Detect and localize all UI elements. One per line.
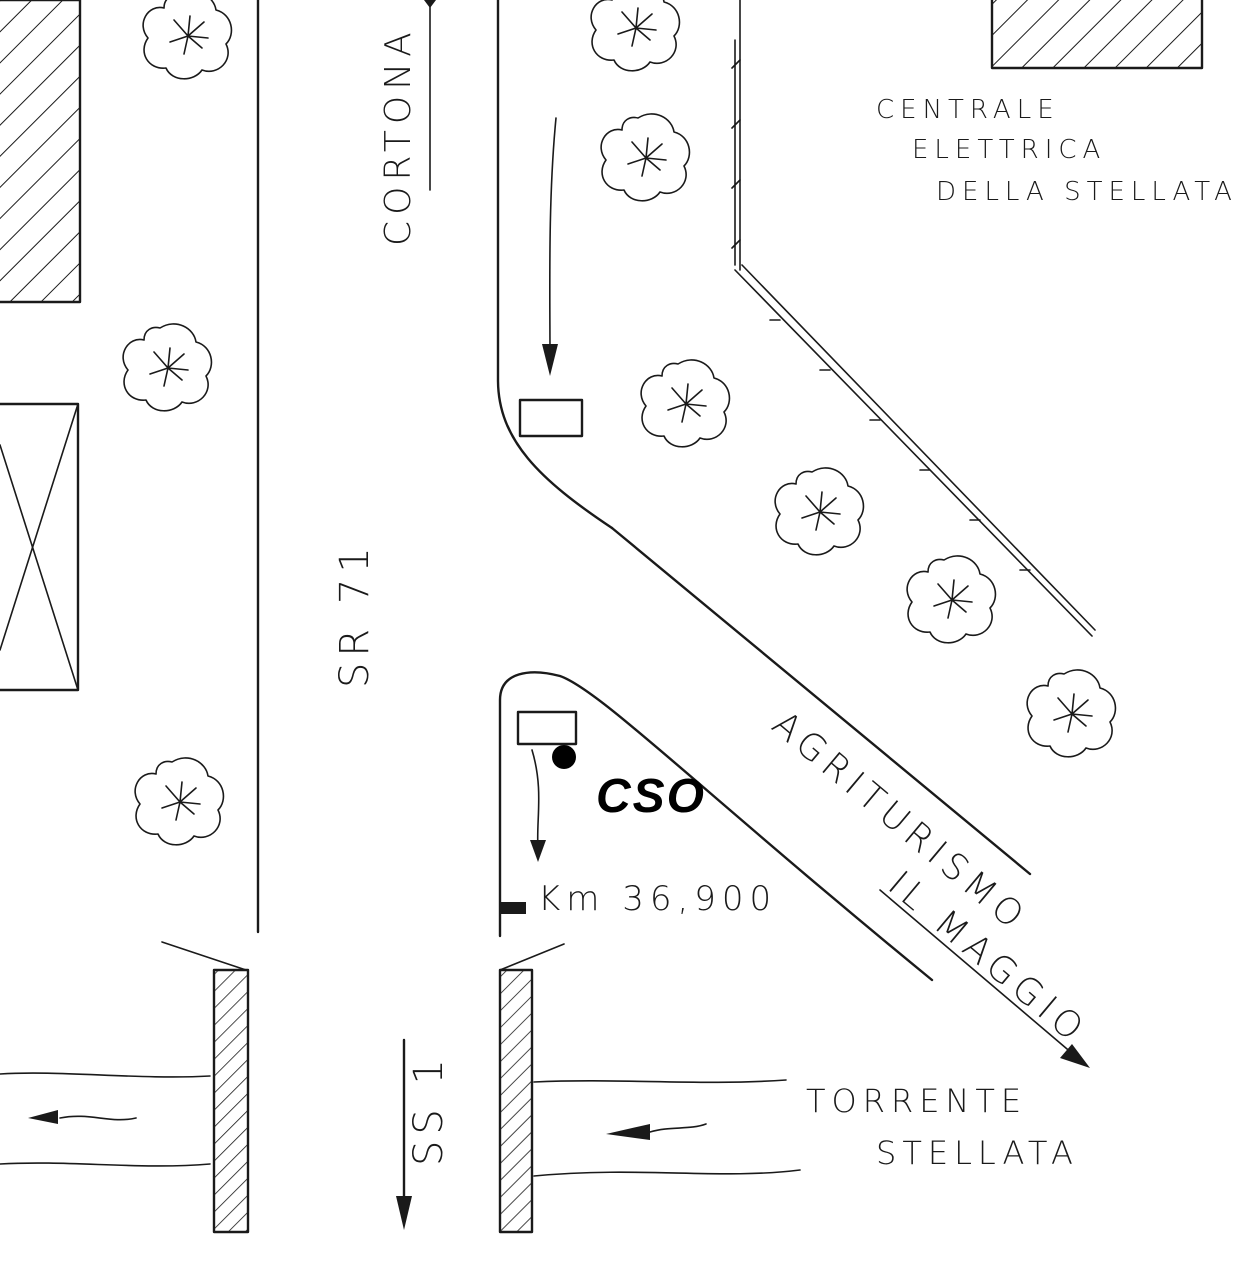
tree-icon	[640, 359, 731, 448]
tree-icon	[134, 757, 225, 846]
arrow-icon	[396, 1038, 412, 1230]
fence	[731, 0, 1096, 637]
road-sr71-edges	[256, 0, 934, 982]
label-torrente: TORRENTE	[806, 1082, 1027, 1120]
label-cso: CSO	[596, 770, 706, 823]
tree-icon	[590, 0, 681, 72]
label-elettrica: ELETTRICA	[912, 135, 1106, 165]
location-dot-icon	[552, 745, 576, 769]
tree-icon	[774, 467, 865, 556]
building-hatched-icon	[990, 0, 1204, 70]
sign-icon	[516, 710, 578, 746]
km-post-icon	[500, 902, 526, 914]
building-hatched-icon	[0, 0, 82, 304]
tree-icon	[906, 555, 997, 644]
tree-icon	[1026, 669, 1117, 758]
label-cortona: CORTONA	[378, 26, 419, 246]
tree-icon	[142, 0, 233, 80]
label-km-marker: Km 36,900	[538, 879, 777, 919]
arrow-icon	[542, 117, 558, 376]
label-road-sr: SR 71	[332, 541, 378, 688]
building-crossed-icon	[0, 402, 80, 692]
bridge-right	[498, 943, 565, 1234]
bridge-left	[161, 941, 250, 1234]
label-stellata: STELLATA	[876, 1134, 1079, 1172]
label-centrale: CENTRALE	[876, 95, 1060, 125]
arrow-icon	[879, 889, 1090, 1068]
stream-torrente-stellata	[0, 1072, 801, 1177]
arrow-icon	[530, 749, 546, 862]
arrow-icon	[424, 0, 436, 191]
tree-icon	[600, 113, 691, 202]
tree-icon	[122, 323, 213, 412]
label-della-stellata: DELLA STELLATA	[936, 177, 1238, 207]
sign-icon	[518, 398, 584, 438]
label-road-ss: SS 1	[406, 1053, 452, 1166]
road-agriturismo	[610, 526, 1032, 876]
